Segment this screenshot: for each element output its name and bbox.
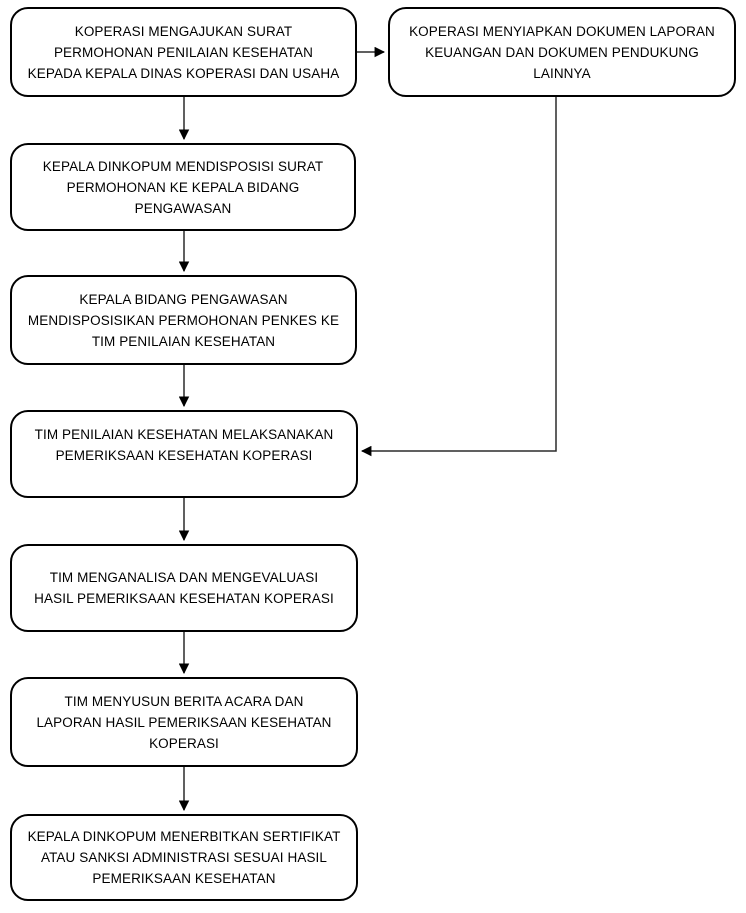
flow-node-disposisi-kepala-bidang: KEPALA BIDANG PENGAWASAN MENDISPOSISIKAN… [10, 275, 357, 365]
edge-n2-n5 [360, 97, 557, 457]
flow-node-berita-acara: TIM MENYUSUN BERITA ACARA DAN LAPORAN HA… [10, 677, 358, 767]
flow-node-pengajuan-surat: KOPERASI MENGAJUKAN SURAT PERMOHONAN PEN… [10, 7, 357, 97]
flow-node-analisa-evaluasi: TIM MENGANALISA DAN MENGEVALUASI HASIL P… [10, 544, 358, 632]
flow-node-menyiapkan-dokumen: KOPERASI MENYIAPKAN DOKUMEN LAPORAN KEUA… [388, 7, 736, 97]
flow-node-pemeriksaan-kesehatan: TIM PENILAIAN KESEHATAN MELAKSANAKAN PEM… [10, 410, 358, 498]
flow-node-disposisi-kepala-dinkopum: KEPALA DINKOPUM MENDISPOSISI SURAT PERMO… [10, 143, 356, 231]
flow-node-sertifikat-sanksi: KEPALA DINKOPUM MENERBITKAN SERTIFIKAT A… [10, 814, 358, 901]
